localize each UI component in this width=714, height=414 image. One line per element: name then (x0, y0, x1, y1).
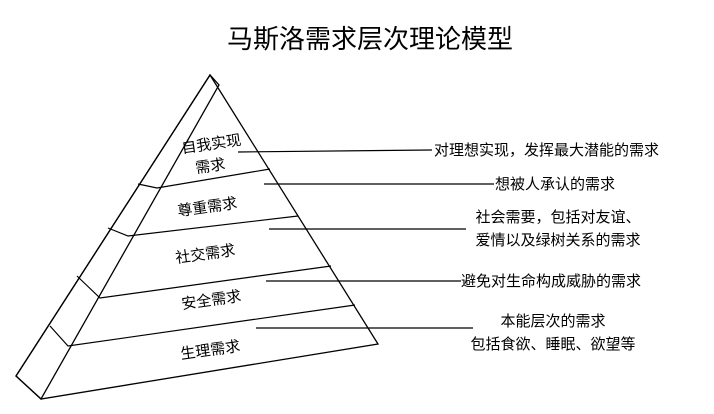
divider-4 (49, 304, 356, 347)
divider-2 (107, 215, 299, 237)
diagram-title: 马斯洛需求层次理论模型 (227, 25, 513, 55)
level-label-self-actualization-line2: 需求 (194, 155, 226, 177)
description-self-actualization: 对理想实现，发挥最大潜能的需求 (434, 141, 659, 159)
description-esteem: 想被人承认的需求 (495, 175, 615, 193)
description-social-line1: 社会需要，包括对友谊、 (475, 208, 640, 226)
description-social-line2: 爱情以及绿树关系的需求 (475, 231, 640, 249)
pyramid-shape (15, 73, 380, 401)
leader-line-self-actualization (237, 149, 433, 153)
level-descriptions: 对理想实现，发挥最大潜能的需求 想被人承认的需求 社会需要，包括对友谊、 爱情以… (434, 141, 659, 353)
level-label-esteem: 尊重需求 (176, 194, 238, 220)
level-label-physiological: 生理需求 (179, 337, 241, 363)
divider-1 (137, 168, 271, 189)
level-label-social: 社交需求 (174, 241, 236, 267)
description-physiological-line1: 本能层次的需求 (500, 312, 605, 330)
divider-3 (76, 265, 332, 299)
description-safety: 避免对生命构成威胁的需求 (461, 272, 641, 290)
pyramid-dividers (49, 168, 356, 347)
leader-lines (237, 149, 494, 329)
description-physiological-line2: 包括食欲、睡眠、欲望等 (470, 335, 635, 353)
pyramid-front-face (15, 73, 380, 400)
level-label-safety: 安全需求 (180, 287, 242, 313)
level-label-self-actualization-line1: 自我实现 (180, 131, 242, 157)
level-labels: 自我实现 需求 尊重需求 社交需求 安全需求 生理需求 (174, 131, 242, 363)
